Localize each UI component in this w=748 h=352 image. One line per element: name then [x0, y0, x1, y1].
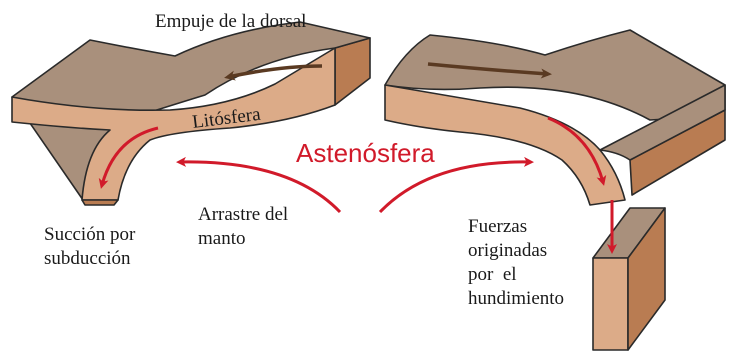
ridge-push-label: Empuje de la dorsal — [155, 11, 306, 32]
sinking-forces-line-1: Fuerzas — [468, 216, 527, 237]
slab-suction-label: Succión por subducción — [44, 224, 140, 269]
mantle-drag-line-2: manto — [198, 228, 246, 249]
sinking-forces-line-3: por el — [468, 264, 517, 285]
block-side — [627, 207, 666, 351]
left-plate-right-side — [334, 37, 371, 106]
left-plate-tip — [81, 199, 119, 206]
slab-pull-arrow-left — [98, 126, 159, 189]
slab-suction-line-1: Succión por — [44, 224, 136, 245]
asthenosphere-label: Astenósfera — [296, 138, 435, 168]
block-front — [592, 257, 629, 351]
slab-suction-line-2: subducción — [44, 248, 131, 269]
mantle-drag-line-1: Arrastre del — [198, 204, 288, 225]
ridge-push-arrow-left — [224, 64, 323, 81]
sinking-block — [592, 207, 666, 351]
left-plate-front-face — [11, 47, 336, 201]
mantle-drag-arrow-right — [378, 156, 534, 214]
slab-pull-arrow-right — [547, 116, 607, 186]
sinking-forces-line-4: hundimiento — [468, 288, 564, 309]
sinking-forces-line-2: originadas — [468, 240, 547, 261]
left-plate — [11, 21, 371, 206]
right-plate-ledge — [599, 84, 726, 161]
sinking-forces-label: Fuerzas originadas por el hundimiento — [468, 216, 578, 309]
ridge-push-arrow-right — [427, 62, 552, 79]
right-plate — [384, 29, 726, 206]
mantle-drag-label: Arrastre del manto — [198, 204, 293, 249]
right-plate-front-face — [384, 84, 626, 206]
mantle-drag-arrow-left — [176, 156, 342, 214]
